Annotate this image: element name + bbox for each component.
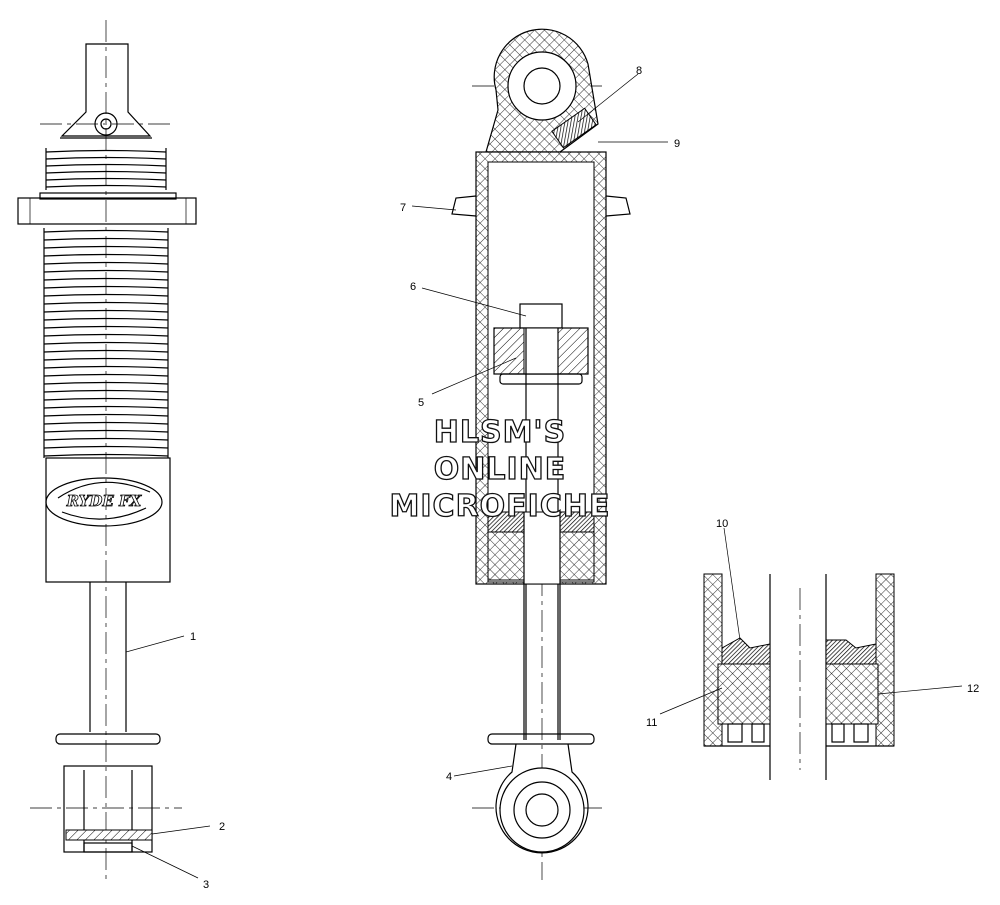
watermark-line-2: ONLINE (434, 452, 567, 487)
callout-5: 5 (418, 397, 424, 409)
spring-coil (45, 184, 167, 188)
spring-coil (43, 261, 169, 265)
callout-3: 3 (203, 879, 209, 891)
spring-coil (45, 170, 167, 174)
spring-coil (43, 421, 169, 425)
spring-coil (43, 277, 169, 281)
spring-coil (43, 373, 169, 377)
callout-1: 1 (190, 631, 196, 643)
spring-coil (43, 389, 169, 393)
spring-coil (43, 357, 169, 361)
callout-labels: 1 2 3 4 5 6 7 8 9 10 11 12 (190, 65, 979, 891)
callout-11: 11 (646, 717, 657, 729)
watermark-line-1: HLSM'S (434, 415, 566, 450)
spring-coil (43, 445, 169, 449)
spring-coil (43, 301, 169, 305)
callout-6: 6 (410, 281, 416, 293)
callout-2: 2 (219, 821, 225, 833)
callout-9: 9 (674, 138, 680, 150)
spring-coil (45, 163, 167, 167)
callout-8: 8 (636, 65, 642, 77)
callout-10: 10 (716, 518, 728, 530)
callout-12: 12 (967, 683, 979, 695)
ryde-fx-logo: RYDE FX (45, 477, 163, 527)
spring-coil (43, 245, 169, 249)
spring-coil (45, 177, 167, 181)
spring-coil (43, 413, 169, 417)
shock-section-view (451, 28, 631, 880)
spring-coil (43, 237, 169, 241)
spring-coil (43, 429, 169, 433)
watermark: HLSM'S ONLINE MICROFICHE (389, 414, 611, 524)
spring-coil (43, 309, 169, 313)
spring-coil (43, 333, 169, 337)
spring-coil (43, 365, 169, 369)
spring-coil (45, 156, 167, 160)
spring-coil (43, 381, 169, 385)
seal-detail-view (703, 573, 895, 780)
spring-coil (43, 317, 169, 321)
spring-coil (43, 437, 169, 441)
spring-coil (43, 293, 169, 297)
spring-coil (43, 349, 169, 353)
spring-coil (43, 253, 169, 257)
shock-external-view: RYDE FX (17, 20, 197, 880)
leader-lines (125, 73, 963, 879)
spring-coil (43, 285, 169, 289)
spring-coil (45, 149, 167, 153)
spring-coil (43, 405, 169, 409)
spring-coil (43, 229, 169, 233)
spring-coil (43, 325, 169, 329)
callout-4: 4 (446, 771, 452, 783)
spring-coil (43, 453, 169, 457)
spring-coil (43, 341, 169, 345)
watermark-line-3: MICROFICHE (390, 489, 611, 524)
callout-7: 7 (400, 202, 406, 214)
spring-coil (43, 269, 169, 273)
spring-coil (43, 397, 169, 401)
logo-text: RYDE FX (66, 492, 143, 510)
